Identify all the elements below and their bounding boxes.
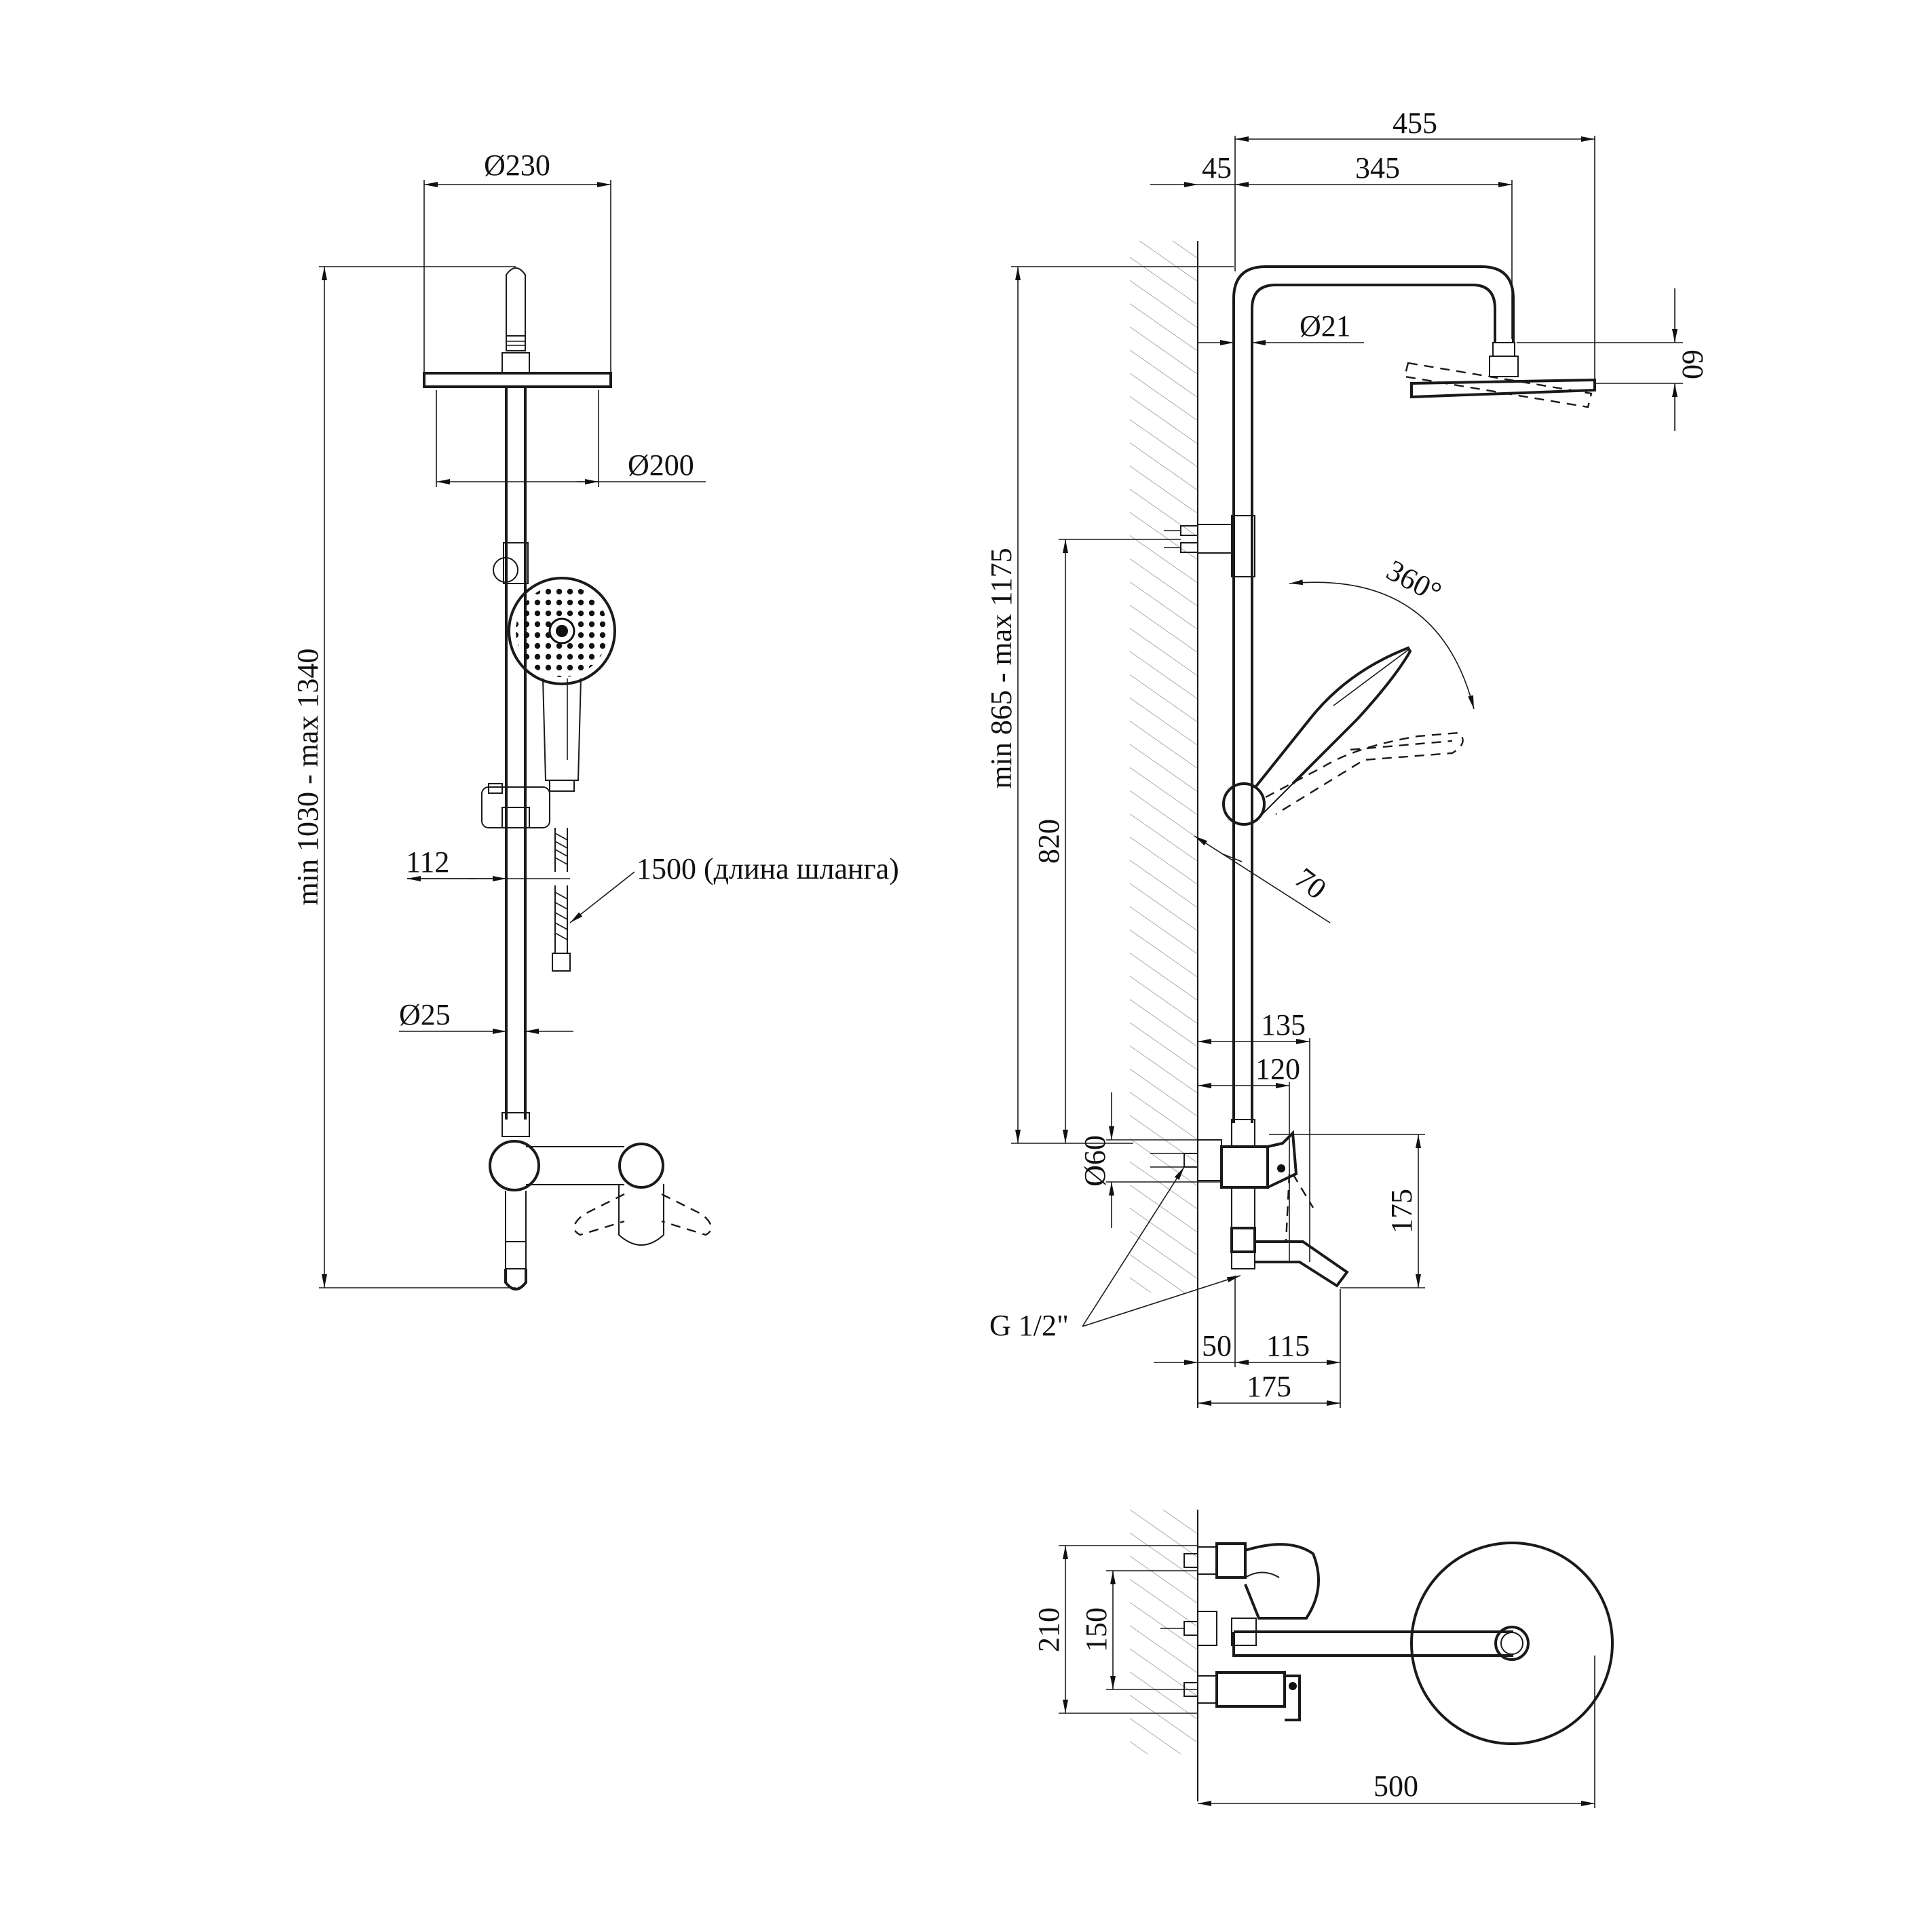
dim-head-outer: Ø230 <box>423 149 611 380</box>
dim-width: 210 150 <box>1032 1545 1198 1714</box>
arm-reach-label: 345 <box>1355 151 1400 185</box>
width-inner-label: 150 <box>1080 1607 1113 1652</box>
total-depth-label: 500 <box>1374 1770 1418 1803</box>
overall-reach-label: 455 <box>1393 107 1437 140</box>
top-view: 210 150 500 <box>1032 1510 1614 1808</box>
spout-reach-label: 175 <box>1247 1370 1291 1403</box>
height-range-label: min 865 - max 1175 <box>985 548 1018 788</box>
wall-hatch <box>1130 241 1198 1293</box>
holder-height-label: 820 <box>1032 819 1065 864</box>
front-view: Ø230 Ø200 min 1030 - max 1340 <box>291 149 899 1290</box>
spout-length-label: 115 <box>1266 1329 1310 1362</box>
hose-length-leader: 1500 (длина шланга) <box>569 852 899 923</box>
wall-offset-label: 45 <box>1202 151 1232 185</box>
mixer-height-label: 175 <box>1385 1189 1418 1234</box>
dim-hose-offset: 112 <box>406 828 570 889</box>
arm-top <box>1232 1630 1513 1657</box>
dim-wall-offset: 45 <box>1150 151 1235 187</box>
rain-head-front <box>423 372 612 388</box>
mixer-depth-2-label: 120 <box>1255 1052 1300 1086</box>
dim-mixer-depth: 135 120 <box>1198 1008 1310 1262</box>
dim-arm-reach: 345 <box>1235 151 1513 339</box>
hose-front <box>552 828 571 972</box>
dim-height-range: min 865 - max 1175 <box>985 266 1234 1144</box>
wall-hatch-top <box>1130 1510 1198 1754</box>
dim-overall-reach: 455 <box>1234 107 1595 390</box>
head-inner-diameter-label: Ø200 <box>628 448 694 482</box>
hand-shower-side <box>1222 646 1464 826</box>
rain-head-top <box>1410 1542 1614 1745</box>
rotation-arc: 360° <box>1289 554 1475 710</box>
side-view: 455 45 345 Ø21 <box>985 107 1709 1408</box>
dim-holder-height: 820 <box>1032 539 1181 1143</box>
rotation-label: 360° <box>1381 554 1447 610</box>
mixer-depth-1-label: 135 <box>1261 1008 1306 1041</box>
dim-pipe-front: Ø25 <box>399 998 573 1034</box>
dim-holder-size: 70 <box>1194 835 1333 923</box>
holder-size-label: 70 <box>1289 861 1333 906</box>
head-connector <box>501 352 530 374</box>
dim-total-depth: 500 <box>1198 1656 1595 1808</box>
dim-head-inner: Ø200 <box>436 390 706 487</box>
hand-shower-front <box>508 577 616 792</box>
dim-pipe-side: Ø21 <box>1198 309 1364 345</box>
slider-front <box>481 783 550 828</box>
dim-total-height: min 1030 - max 1340 <box>291 266 516 1288</box>
pipe-diameter-front-label: Ø25 <box>399 998 451 1031</box>
mixer-top <box>1160 1542 1320 1721</box>
column-side <box>1231 265 1515 1123</box>
dim-head-height: 60 <box>1517 288 1709 431</box>
dim-spout: 50 115 175 <box>1154 1276 1341 1408</box>
hose-offset-label: 112 <box>406 845 449 879</box>
pipe-diameter-side-label: Ø21 <box>1300 309 1351 343</box>
head-height-label: 60 <box>1676 349 1709 379</box>
spout-offset-label: 50 <box>1202 1329 1232 1362</box>
mixer-front <box>489 1112 712 1290</box>
mixer-diameter-label: Ø60 <box>1078 1135 1112 1187</box>
dim-mixer-height: 175 <box>1269 1134 1425 1288</box>
dim-mixer-diameter: Ø60 <box>1078 1092 1221 1228</box>
thread-leader: G 1/2" <box>989 1166 1241 1342</box>
upper-bracket <box>1164 524 1232 554</box>
width-outer-label: 210 <box>1032 1607 1065 1652</box>
thread-label: G 1/2" <box>989 1309 1069 1342</box>
head-outer-diameter-label: Ø230 <box>484 149 550 182</box>
rain-head-side <box>1403 342 1596 408</box>
total-height-label: min 1030 - max 1340 <box>291 649 324 906</box>
hose-length-label: 1500 (длина шланга) <box>637 852 899 885</box>
mixer-side <box>1150 1119 1349 1288</box>
